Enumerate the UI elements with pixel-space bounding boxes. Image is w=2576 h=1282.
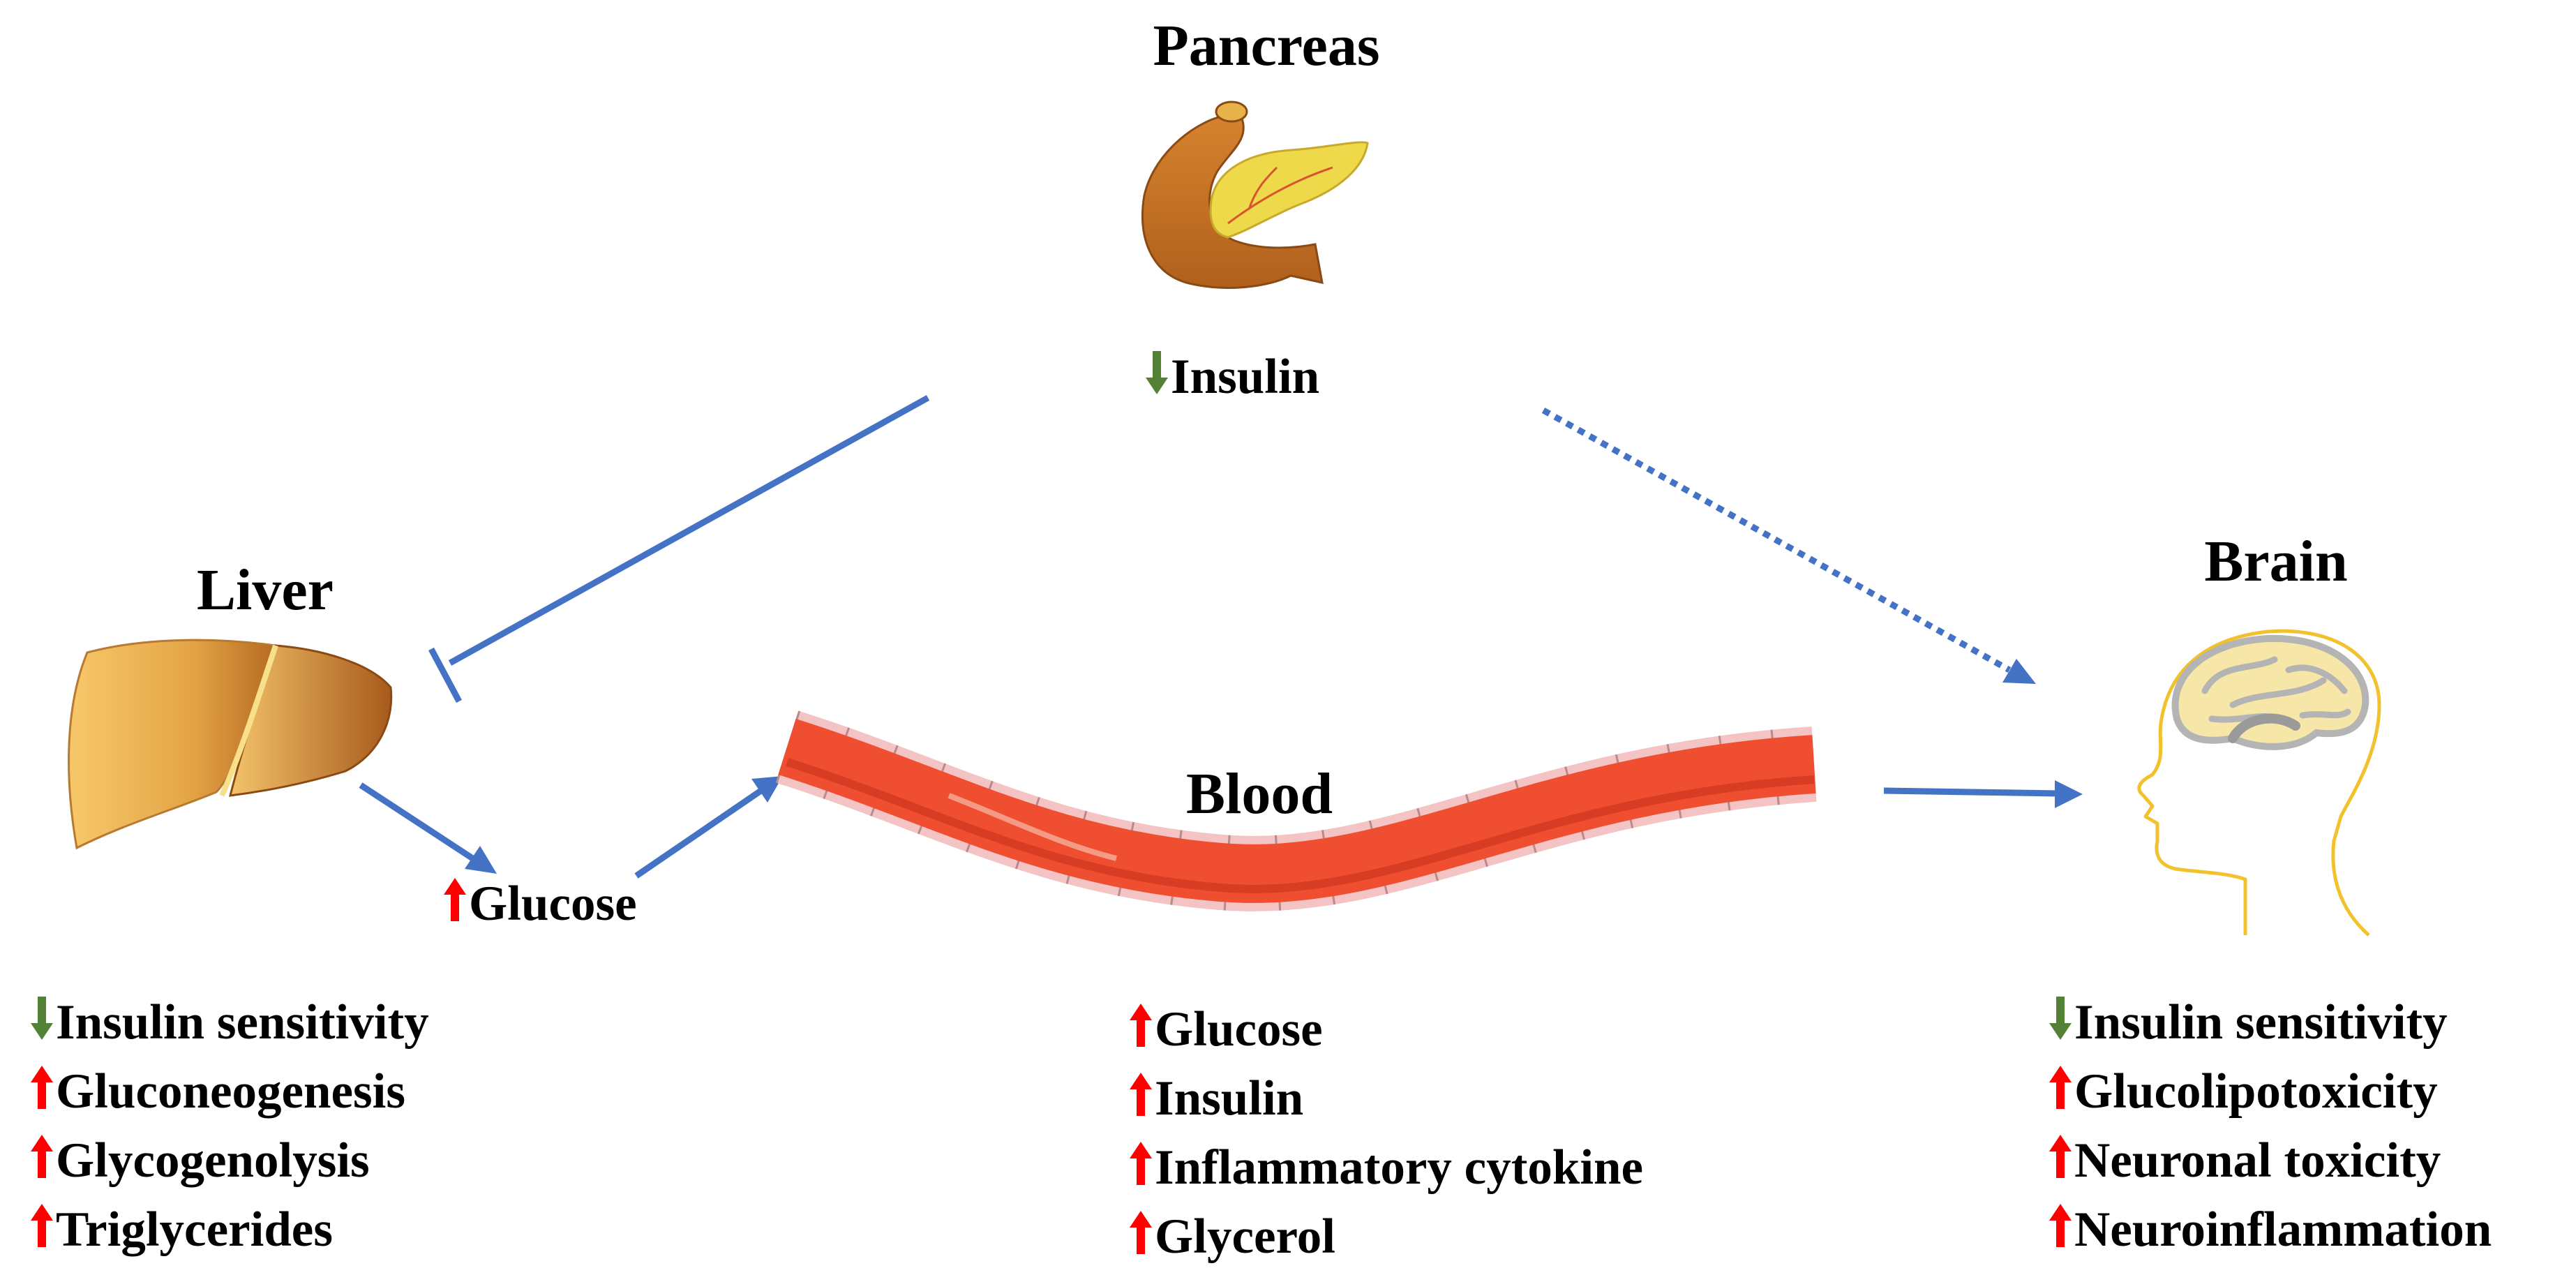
- liver-effect-label: Glycogenolysis: [56, 1133, 370, 1188]
- blood-vessel-icon: [775, 710, 1817, 911]
- up-arrow-icon: [2056, 1219, 2065, 1247]
- liver-effect-label: Insulin sensitivity: [56, 995, 429, 1050]
- brain-effect-label: Neuronal toxicity: [2074, 1133, 2441, 1188]
- pancreas-icon: [1141, 100, 1369, 289]
- brain-effect-marker: [2049, 1135, 2072, 1178]
- liver-title: Liver: [197, 558, 334, 623]
- up-arrow-icon: [31, 1135, 53, 1151]
- insulin-to-brain-dotted-arrow: [1541, 408, 2036, 684]
- up-arrow-icon: [1137, 1088, 1145, 1116]
- down-arrow-icon: [38, 997, 46, 1024]
- liver-to-glucose-arrow: [359, 782, 497, 874]
- up-arrow-icon: [2056, 1150, 2065, 1178]
- up-arrow-icon: [1130, 1073, 1152, 1089]
- liver-effect-label: Gluconeogenesis: [56, 1064, 405, 1119]
- insulin-inhibits-liver-connector: [428, 395, 930, 703]
- brain-effect-marker: [2049, 1204, 2072, 1247]
- down-arrow-icon: [31, 1023, 53, 1040]
- pancreas-title: Pancreas: [1153, 13, 1379, 78]
- head-brain-icon: [2137, 629, 2381, 937]
- brain-effect-label: Neuroinflammation: [2074, 1202, 2492, 1257]
- pancreas-output-group: Insulin: [1146, 350, 1319, 404]
- up-arrow-icon: [38, 1081, 46, 1109]
- liver-effects-list: Insulin sensitivity Gluconeogenesis Glyc…: [31, 995, 429, 1257]
- up-arrow-icon: [1130, 1004, 1152, 1020]
- up-arrow-icon: [451, 893, 459, 921]
- liver-glucose-marker: [444, 878, 466, 921]
- up-arrow-icon: [1130, 1211, 1152, 1228]
- up-arrow-icon: [31, 1066, 53, 1082]
- brain-effects-list: Insulin sensitivity Glucolipotoxicity Ne…: [2049, 995, 2492, 1257]
- brain-effect-marker: [2049, 997, 2072, 1040]
- brain-effect-marker: [2049, 1066, 2072, 1109]
- liver-effect-marker: [31, 1135, 53, 1178]
- blood-effect-label: Glycerol: [1155, 1209, 1335, 1264]
- blood-effect-label: Glucose: [1155, 1002, 1323, 1057]
- up-arrow-icon: [2049, 1135, 2072, 1151]
- blood-to-brain-arrow: [1883, 780, 2083, 808]
- liver-effect-label: Triglycerides: [56, 1202, 333, 1257]
- pancreas-insulin-marker: [1146, 351, 1168, 394]
- down-arrow-icon: [1153, 351, 1161, 379]
- up-arrow-icon: [1137, 1019, 1145, 1047]
- down-arrow-icon: [2049, 1023, 2072, 1040]
- up-arrow-icon: [38, 1219, 46, 1247]
- pancreas-insulin-label: Insulin: [1171, 350, 1319, 404]
- down-arrow-icon: [1146, 378, 1168, 394]
- up-arrow-icon: [31, 1204, 53, 1221]
- liver-icon: [68, 639, 393, 850]
- liver-glucose-output: Glucose: [444, 877, 637, 931]
- liver-effect-marker: [31, 997, 53, 1040]
- up-arrow-icon: [38, 1150, 46, 1178]
- blood-effect-marker: [1130, 1211, 1152, 1254]
- up-arrow-icon: [1130, 1142, 1152, 1158]
- liver-effect-marker: [31, 1066, 53, 1109]
- brain-effect-label: Insulin sensitivity: [2074, 995, 2448, 1050]
- brain-title: Brain: [2204, 529, 2347, 594]
- up-arrow-icon: [2056, 1081, 2065, 1109]
- up-arrow-icon: [2049, 1204, 2072, 1221]
- down-arrow-icon: [2056, 997, 2065, 1024]
- up-arrow-icon: [1137, 1157, 1145, 1185]
- up-arrow-icon: [444, 878, 466, 895]
- blood-effects-list: Glucose Insulin Inflammatory cytokine Gl…: [1130, 1002, 1643, 1264]
- blood-effect-label: Inflammatory cytokine: [1155, 1140, 1643, 1195]
- up-arrow-icon: [2049, 1066, 2072, 1082]
- glucose-to-blood-arrow: [634, 776, 783, 879]
- brain-effect-label: Glucolipotoxicity: [2074, 1064, 2438, 1119]
- blood-effect-marker: [1130, 1004, 1152, 1047]
- up-arrow-icon: [1137, 1226, 1145, 1254]
- blood-effect-label: Insulin: [1155, 1071, 1303, 1126]
- blood-effect-marker: [1130, 1073, 1152, 1116]
- blood-title: Blood: [1186, 761, 1333, 826]
- blood-effect-marker: [1130, 1142, 1152, 1185]
- liver-effect-marker: [31, 1204, 53, 1247]
- liver-glucose-label: Glucose: [469, 877, 637, 931]
